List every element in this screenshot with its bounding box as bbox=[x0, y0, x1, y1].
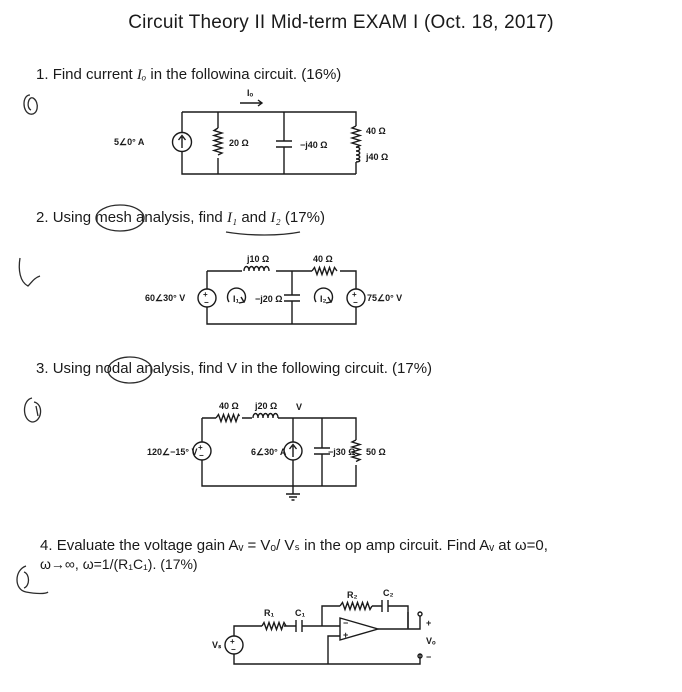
handwritten-mark-q2 bbox=[18, 257, 41, 287]
question-4-text: 4. Evaluate the voltage gain Aᵥ = Vₒ/ Vₛ… bbox=[40, 536, 548, 554]
label-40ohm-q2: 40 Ω bbox=[313, 254, 333, 264]
resistor-20ohm bbox=[211, 127, 225, 156]
label-j10ohm: j10 Ω bbox=[246, 254, 269, 264]
mesh-arrow-i1 bbox=[226, 287, 247, 304]
question-2-and: and bbox=[241, 209, 267, 226]
resistor-40ohm-q2 bbox=[311, 265, 338, 277]
ground-symbol bbox=[286, 486, 300, 501]
svg-text:−: − bbox=[199, 451, 204, 460]
label-i2: I₂ bbox=[320, 294, 327, 304]
circuit-3: + − V 40 Ω j20 Ω 120∠−15° V 6∠30° A −j30… bbox=[147, 401, 386, 501]
inductor-j40ohm bbox=[355, 146, 361, 163]
svg-text:+: + bbox=[343, 630, 348, 640]
question-2-var1: I₁ bbox=[226, 210, 238, 226]
question-4-line1: Evaluate the voltage gain Aᵥ = Vₒ/ Vₛ in… bbox=[56, 537, 548, 554]
label-20ohm: 20 Ω bbox=[229, 138, 249, 148]
label-j40ohm: j40 Ω bbox=[365, 152, 388, 162]
label-source-120: 120∠−15° V bbox=[147, 447, 197, 457]
label-j20ohm: j20 Ω bbox=[254, 401, 277, 411]
inductor-j20ohm bbox=[252, 412, 279, 419]
label-source-75: 75∠0° V bbox=[367, 293, 402, 303]
circuit-1: 5∠0° A Iₒ 20 Ω −j40 Ω 40 Ω j40 Ω bbox=[114, 88, 388, 175]
label-40ohm-q3: 40 Ω bbox=[219, 401, 239, 411]
handwritten-circle-nodal bbox=[107, 356, 153, 384]
voltage-source-75 bbox=[346, 288, 366, 308]
label-current-source-q3: 6∠30° A bbox=[251, 447, 287, 457]
question-2-pct: (17%) bbox=[284, 209, 325, 226]
label-io: Iₒ bbox=[247, 88, 254, 98]
question-4-number: 4. bbox=[40, 537, 53, 554]
current-source-q1 bbox=[171, 131, 193, 153]
label-vo: Vₒ bbox=[426, 636, 436, 646]
resistor-40ohm-q3 bbox=[215, 412, 241, 424]
resistor-r1 bbox=[261, 620, 287, 632]
label-source-q1: 5∠0° A bbox=[114, 137, 145, 147]
voltage-source-120 bbox=[192, 441, 212, 461]
svg-text:−: − bbox=[204, 298, 209, 307]
svg-text:+: + bbox=[198, 443, 203, 452]
resistor-50ohm bbox=[349, 439, 363, 463]
capacitor-q2 bbox=[284, 271, 300, 324]
label-50ohm: 50 Ω bbox=[366, 447, 386, 457]
voltage-source-vs bbox=[224, 635, 244, 655]
label-r1: R₁ bbox=[264, 608, 274, 618]
page-title: Circuit Theory II Mid-term EXAM I (Oct. … bbox=[128, 12, 554, 33]
label-i1: I₁ bbox=[233, 294, 240, 304]
label-vo-plus: + bbox=[426, 618, 431, 628]
label-cap-q2: −j20 Ω bbox=[255, 294, 282, 304]
capacitor-c2 bbox=[381, 600, 389, 612]
question-2-text: 2. Using mesh analysis, find I₁ and I₂ (… bbox=[36, 209, 325, 227]
inductor-j10ohm bbox=[243, 265, 270, 272]
capacitor-q1 bbox=[276, 112, 292, 174]
svg-text:+: + bbox=[230, 637, 235, 646]
output-terminal-top bbox=[417, 611, 423, 617]
resistor-40ohm bbox=[349, 125, 363, 149]
resistor-r2 bbox=[339, 600, 373, 612]
label-vo-minus: − bbox=[426, 652, 431, 662]
question-1-text-before: Find current bbox=[52, 66, 133, 83]
svg-text:+: + bbox=[203, 290, 208, 299]
label-cap-q1: −j40 Ω bbox=[300, 140, 327, 150]
question-2-text-main: Using mesh analysis, find bbox=[52, 209, 223, 226]
svg-text:−: − bbox=[353, 298, 358, 307]
question-1-var: Iₒ bbox=[136, 67, 147, 83]
question-1-number: 1. bbox=[36, 66, 49, 83]
voltage-source-60 bbox=[197, 288, 217, 308]
capacitor-c1 bbox=[295, 620, 303, 632]
question-3-number: 3. bbox=[36, 360, 49, 377]
circuit-2: + − + − I₁ I₂ j10 Ω 40 Ω 60∠30° V −j20 Ω… bbox=[145, 254, 402, 325]
question-2-number: 2. bbox=[36, 209, 49, 226]
question-1-text-after: in the followina circuit. (16%) bbox=[150, 66, 342, 83]
label-vs: Vₛ bbox=[212, 640, 222, 650]
handwritten-underline-q2 bbox=[225, 231, 301, 236]
svg-text:−: − bbox=[231, 645, 236, 654]
circuit-4-op-amp: − + + − R₁ C₁ R₂ C₂ Vₛ + Vₒ − bbox=[212, 588, 436, 665]
label-c1: C₁ bbox=[295, 608, 305, 618]
label-40ohm: 40 Ω bbox=[366, 126, 386, 136]
question-1-text: 1. Find current Iₒ in the followina circ… bbox=[36, 66, 341, 84]
handwritten-mark-q1 bbox=[23, 94, 38, 115]
question-3-text-main: Using nodal analysis, find V in the foll… bbox=[52, 360, 433, 377]
capacitor-q3 bbox=[314, 418, 330, 486]
question-3-text: 3. Using nodal analysis, find V in the f… bbox=[36, 360, 432, 377]
mesh-arrow-i2 bbox=[313, 287, 334, 304]
svg-text:−: − bbox=[343, 618, 348, 628]
label-c2: C₂ bbox=[383, 588, 394, 598]
handwritten-mark-q3 bbox=[23, 397, 42, 423]
question-4-line2: ω→∞, ω=1/(R₁C₁). (17%) bbox=[40, 556, 198, 572]
label-node-v: V bbox=[296, 402, 302, 412]
svg-text:+: + bbox=[352, 290, 357, 299]
label-r2: R₂ bbox=[347, 590, 358, 600]
current-source-q3 bbox=[283, 441, 303, 461]
op-amp-symbol bbox=[339, 617, 381, 641]
current-arrow-io bbox=[240, 99, 264, 107]
label-source-60: 60∠30° V bbox=[145, 293, 185, 303]
output-terminal-bottom bbox=[417, 653, 423, 659]
handwritten-mark-q4 bbox=[16, 565, 49, 595]
label-cap-q3: −j30 Ω bbox=[328, 447, 355, 457]
question-2-var2: I₂ bbox=[270, 210, 281, 226]
handwritten-circle-mesh bbox=[95, 204, 145, 232]
